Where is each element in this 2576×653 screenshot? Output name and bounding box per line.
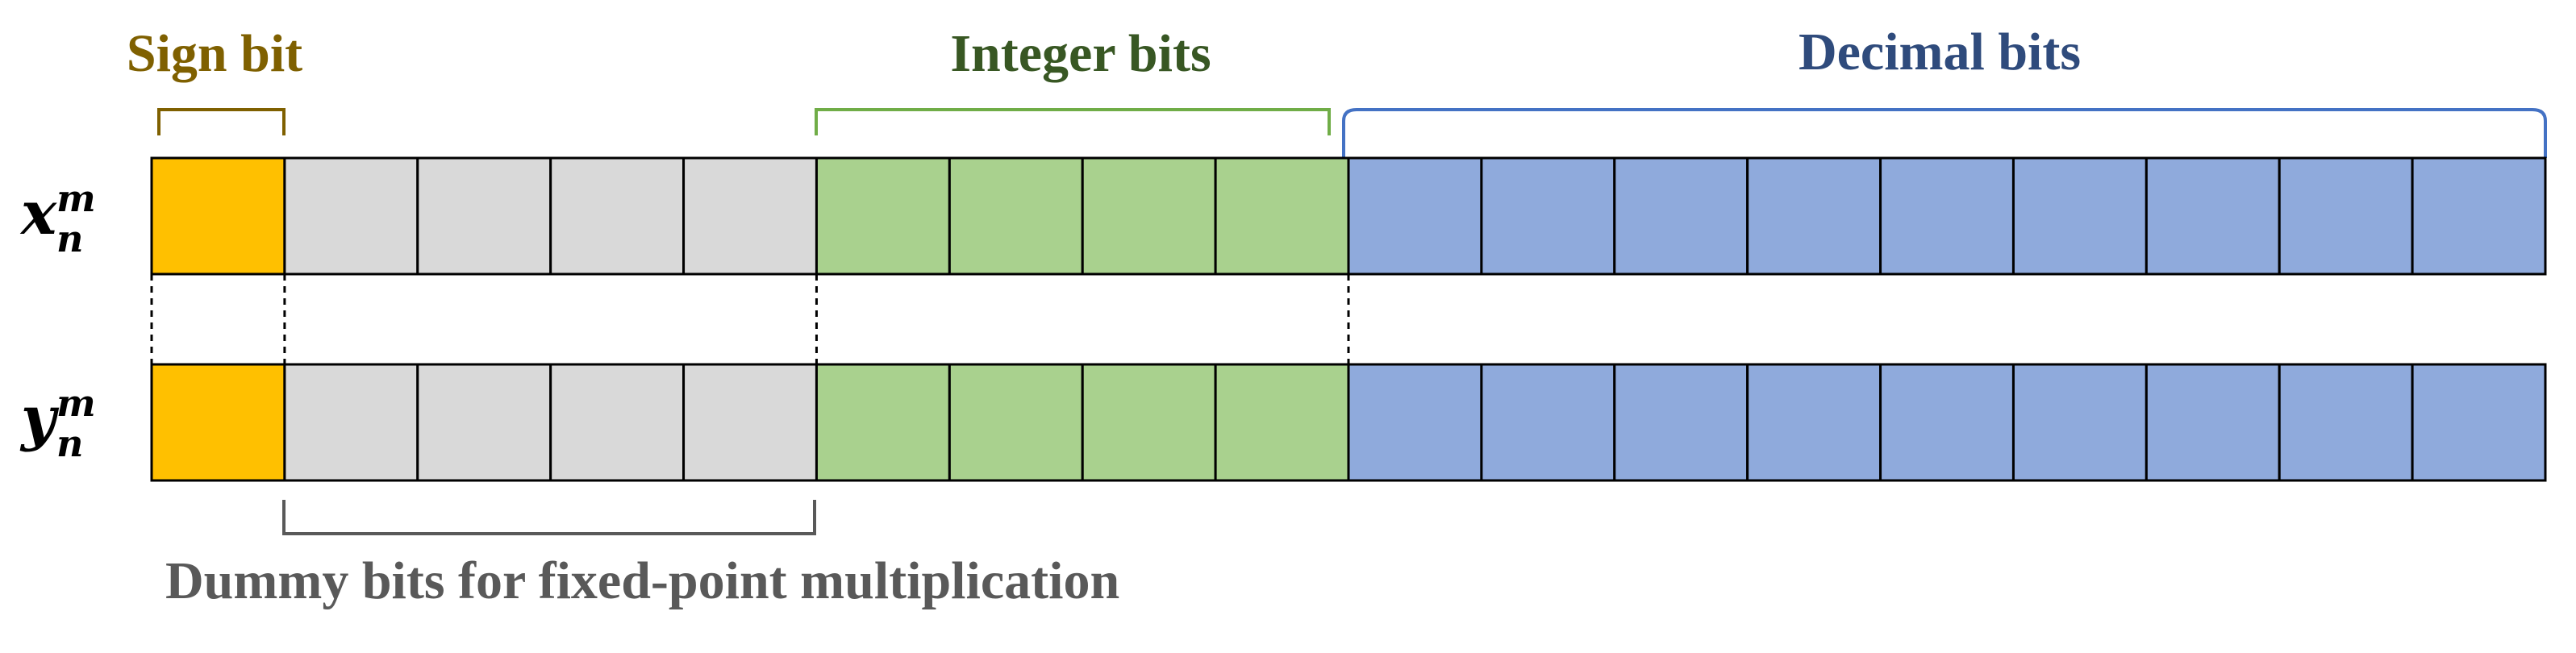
dummy-bits-label: Dummy bits for fixed-point multiplicatio… [165,551,1119,610]
integer-bits-bracket [815,108,1331,135]
dummy-bit-cell [549,363,686,482]
sign-bit-bracket [157,108,286,135]
dummy-bit-cell [682,156,818,276]
decimal-bit-cell [2278,363,2414,482]
decimal-bit-cell [1347,156,1483,276]
sign-bit-label: Sign bit [127,24,302,83]
integer-bit-cell [1214,156,1350,276]
y-row-label: y m n [19,381,96,465]
dummy-bit-cell [682,363,818,482]
integer-bit-cell [948,363,1084,482]
sign-bit-cell [150,156,286,276]
sign-bit-cell [150,363,286,482]
x-row-subscript: n [56,217,83,260]
y-row-base: y [19,384,60,453]
integer-bit-cell [948,156,1084,276]
group-boundary-dashes [150,274,1350,364]
dummy-bit-cell [416,363,552,482]
dummy-bit-cell [283,156,419,276]
decimal-bit-cell [2011,156,2148,276]
decimal-bits-label: Decimal bits [1799,23,2081,81]
dummy-bits-bracket [282,500,816,535]
integer-bit-cell [1081,156,1217,276]
dummy-bit-cell [283,363,419,482]
dummy-bit-cell [549,156,686,276]
y-row-subscript: n [56,422,83,465]
dummy-bit-cell [416,156,552,276]
decimal-bit-cell [1613,363,1749,482]
decimal-bits-bracket [1342,108,2547,158]
decimal-bit-cell [1347,363,1483,482]
integer-bit-cell [815,363,951,482]
x-row-superscript: m [56,177,96,220]
integer-bit-cell [1081,363,1217,482]
decimal-bit-cell [2145,156,2281,276]
decimal-bit-cell [1746,156,1882,276]
decimal-bit-cell [2411,363,2547,482]
decimal-bit-cell [2145,363,2281,482]
y-bit-row [150,363,2547,482]
decimal-bit-cell [2411,156,2547,276]
x-row-label: x m n [19,177,96,260]
decimal-bit-cell [2278,156,2414,276]
x-row-base: x [19,179,57,248]
decimal-bit-cell [1879,156,2015,276]
integer-bits-label: Integer bits [950,24,1211,83]
x-bit-row [150,156,2547,276]
integer-bit-cell [815,156,951,276]
decimal-bit-cell [1480,363,1616,482]
decimal-bit-cell [1480,156,1616,276]
y-row-superscript: m [56,381,96,425]
decimal-bit-cell [1613,156,1749,276]
integer-bit-cell [1214,363,1350,482]
decimal-bit-cell [2011,363,2148,482]
decimal-bit-cell [1746,363,1882,482]
decimal-bit-cell [1879,363,2015,482]
